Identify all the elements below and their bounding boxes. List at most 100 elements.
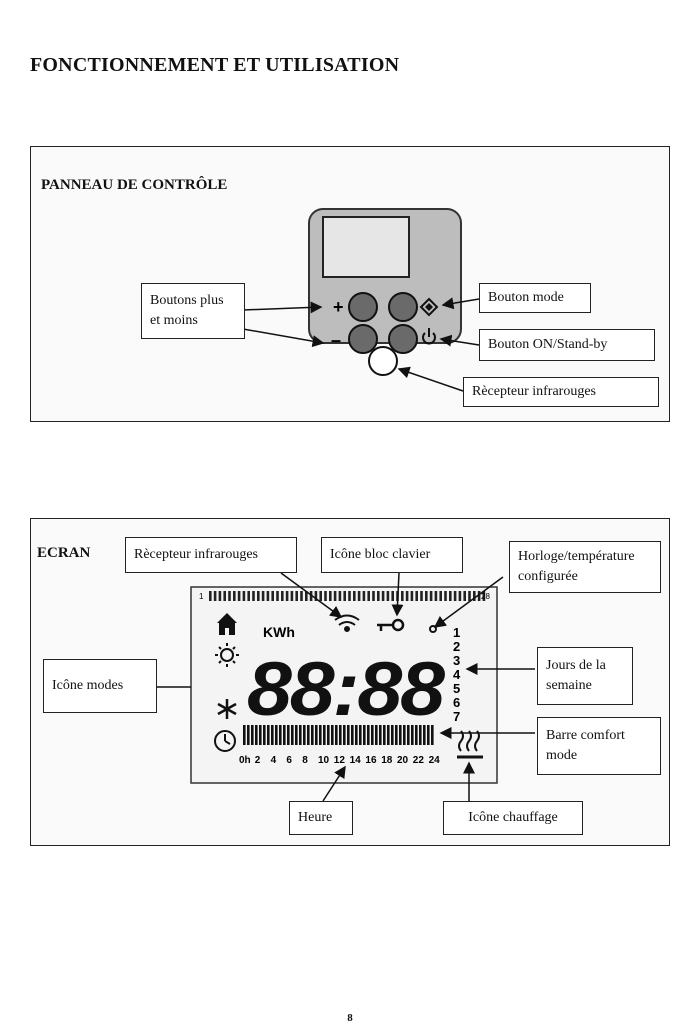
scale-tick <box>319 591 322 601</box>
screen-heading: ECRAN <box>37 545 91 561</box>
day-number: 5 <box>453 681 460 696</box>
scale-tick <box>463 591 466 601</box>
bar-segment <box>427 725 430 745</box>
bar-segment <box>267 725 270 745</box>
callout-keypad-lock-icon: Icône bloc clavier <box>321 537 463 573</box>
bar-segment <box>243 725 246 745</box>
mode-button-shape <box>388 292 418 322</box>
clock-icon <box>214 730 236 752</box>
day-number: 6 <box>453 695 460 710</box>
page-title: FONCTIONNEMENT ET UTILISATION <box>30 54 400 76</box>
hour-label: 10 <box>318 755 330 766</box>
scale-tick <box>405 591 409 601</box>
scale-tick <box>242 591 246 601</box>
bar-segment <box>419 725 422 745</box>
bar-segment <box>307 725 310 745</box>
heating-icon <box>457 730 483 759</box>
callout-modes-icon: Icône modes <box>43 659 157 713</box>
sun-icon <box>215 643 239 667</box>
callout-hour: Heure <box>289 801 353 835</box>
scale-tick <box>257 591 260 601</box>
scale-tick <box>362 591 366 601</box>
day-number: 7 <box>453 709 460 724</box>
scale-tick <box>285 591 289 601</box>
scale-tick <box>338 591 342 601</box>
hour-label: 6 <box>286 755 292 766</box>
scale-tick <box>213 591 217 601</box>
bar-segment <box>359 725 362 745</box>
bar-segment <box>279 725 282 745</box>
callout-infrared-receiver-screen: Rècepteur infrarouges <box>125 537 297 573</box>
scale-tick <box>420 591 423 601</box>
mode-diamond-icon <box>419 297 439 317</box>
lcd-digits: 88:88 <box>247 647 446 732</box>
scale-tick <box>434 591 438 601</box>
bar-segment <box>363 725 366 745</box>
callout-mode-button: Bouton mode <box>479 283 591 313</box>
scale-tick <box>329 591 332 601</box>
scale-tick <box>367 591 370 601</box>
hour-label: 22 <box>413 755 425 766</box>
minus-button-shape <box>348 324 378 354</box>
onoff-button-shape <box>388 324 418 354</box>
bar-segment <box>411 725 414 745</box>
hour-label: 20 <box>397 755 409 766</box>
day-number: 4 <box>453 667 461 682</box>
scale-tick <box>233 591 236 601</box>
scale-tick <box>458 591 462 601</box>
scale-tick <box>281 591 284 601</box>
scale-tick <box>271 591 274 601</box>
bar-segment <box>299 725 302 745</box>
scale-tick <box>261 591 265 601</box>
bar-segment <box>319 725 322 745</box>
scale-tick <box>276 591 279 601</box>
bar-segment <box>263 725 266 745</box>
bar-segment <box>431 725 434 745</box>
key-icon <box>377 618 405 632</box>
bar-segment <box>399 725 402 745</box>
wifi-icon <box>334 614 360 632</box>
scale-right-label: 28 <box>481 592 490 601</box>
scale-tick <box>290 591 294 601</box>
scale-tick <box>237 591 241 601</box>
device-display <box>322 216 410 278</box>
day-number: 3 <box>453 653 460 668</box>
callout-days-of-week: Jours de la semaine <box>537 647 633 705</box>
callout-on-standby-button: Bouton ON/Stand-by <box>479 329 655 361</box>
bar-segment <box>251 725 254 745</box>
bar-segment <box>415 725 418 745</box>
scale-tick <box>218 591 222 601</box>
snowflake-icon <box>217 699 237 719</box>
comfort-bar-segments <box>243 725 434 745</box>
bar-segment <box>271 725 274 745</box>
scale-tick <box>295 591 298 601</box>
power-icon <box>422 328 436 345</box>
bar-segment <box>255 725 258 745</box>
scale-tick <box>348 591 351 601</box>
scale-tick <box>453 591 457 601</box>
bar-segment <box>391 725 394 745</box>
scale-tick <box>415 591 418 601</box>
hour-label: 14 <box>350 755 362 766</box>
scale-tick <box>314 591 318 601</box>
house-icon <box>217 613 237 635</box>
scale-tick <box>473 591 476 601</box>
bar-segment <box>379 725 382 745</box>
scale-tick <box>410 591 414 601</box>
bar-segment <box>335 725 338 745</box>
scale-tick <box>266 591 270 601</box>
bar-segment <box>375 725 378 745</box>
day-number: 2 <box>453 639 460 654</box>
scale-left-label: 1 <box>199 592 204 601</box>
bar-segment <box>343 725 346 745</box>
plus-button-shape <box>348 292 378 322</box>
scale-tick <box>209 591 212 601</box>
scale-tick <box>372 591 375 601</box>
minus-symbol: – <box>331 330 341 350</box>
bar-segment <box>275 725 278 745</box>
bar-segment <box>247 725 250 745</box>
bar-segment <box>351 725 354 745</box>
bar-segment <box>315 725 318 745</box>
scale-tick <box>468 591 471 601</box>
